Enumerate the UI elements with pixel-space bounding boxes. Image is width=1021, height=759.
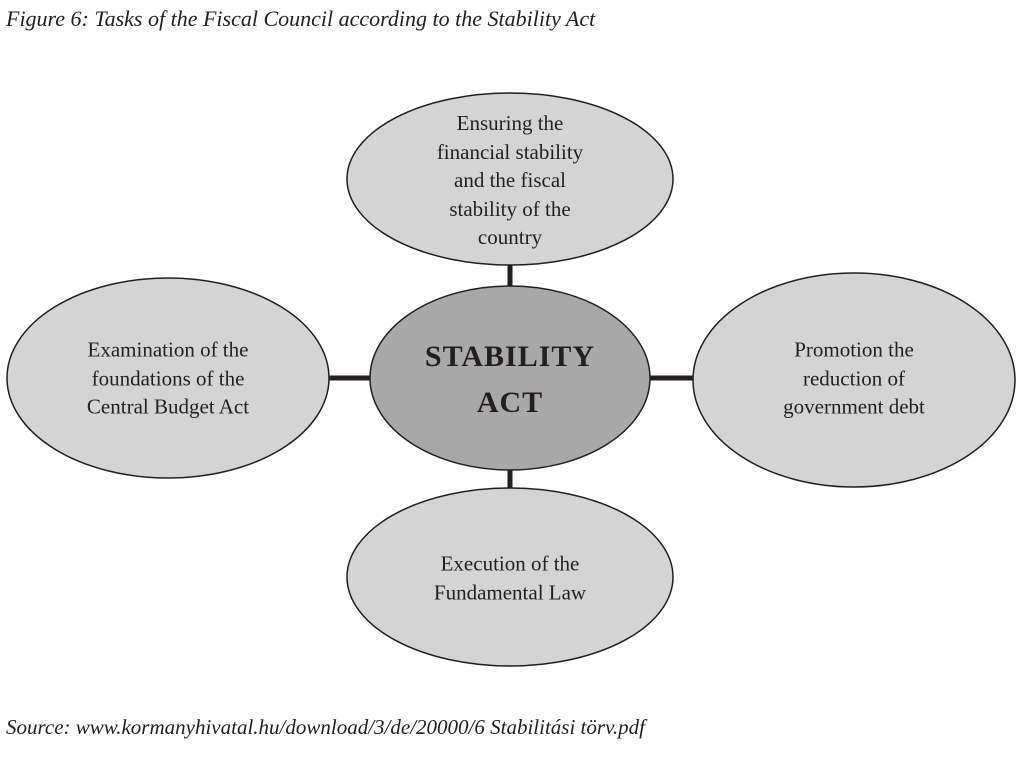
label-line: foundations of the [91, 365, 245, 390]
label-line: country [477, 224, 543, 249]
node-top-ellipse [346, 92, 674, 266]
figure-title: Figure 6: Tasks of the Fiscal Council ac… [6, 6, 596, 31]
node-left-ellipse [6, 277, 330, 479]
label-line: STABILITY [424, 340, 596, 373]
center-label: STABILITY ACT [425, 334, 595, 426]
label-line: Fundamental Law [433, 580, 587, 604]
node-left-label: Examination of the foundations of the Ce… [87, 335, 249, 421]
node-right-label: Promotion the reduction of government de… [783, 335, 925, 421]
label-line: Central Budget Act [86, 394, 250, 419]
label-line: ACT [476, 386, 544, 419]
label-line: Examination of the [87, 337, 249, 362]
label-line: and the fiscal [454, 167, 566, 192]
node-bottom-ellipse [346, 487, 674, 667]
node-bottom-label: Execution of the Fundamental Law [434, 550, 586, 607]
label-line: Execution of the [440, 551, 580, 576]
label-line: Promotion the [794, 337, 914, 362]
label-line: government debt [783, 394, 925, 419]
label-line: stability of the [449, 196, 571, 221]
center-ellipse [369, 285, 651, 471]
label-line: financial stability [436, 139, 584, 164]
node-top-label: Ensuring the financial stability and the… [437, 109, 583, 252]
label-line: reduction of [802, 365, 906, 390]
label-line: Ensuring the [456, 110, 564, 135]
source-note: Source: www.kormanyhivatal.hu/download/3… [6, 715, 645, 739]
node-right-ellipse [692, 272, 1016, 488]
